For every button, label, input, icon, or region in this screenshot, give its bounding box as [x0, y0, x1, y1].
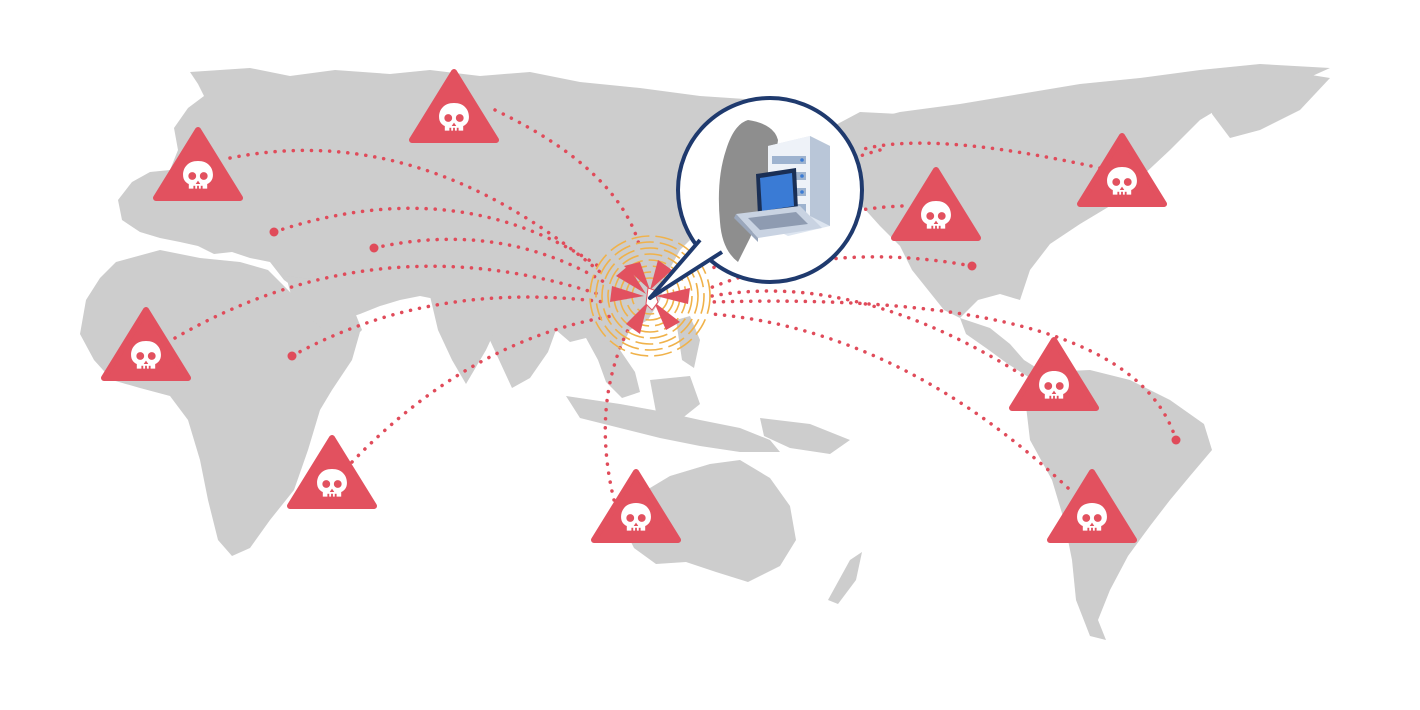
attack-path-westafrica	[173, 264, 606, 340]
attack-path-usa-central	[708, 255, 974, 290]
landmass-new-guinea	[760, 418, 850, 454]
laptop-icon	[734, 168, 822, 242]
target-burst-icon	[589, 235, 711, 357]
attack-path-turkey	[272, 206, 606, 272]
origin-dot-caspian	[369, 243, 379, 253]
attack-path-russia	[493, 108, 642, 250]
origin-dots	[269, 227, 1181, 445]
attack-path-caspian	[372, 237, 606, 284]
origin-dot-usa-central	[967, 261, 977, 271]
landmass-central-america	[960, 318, 1040, 378]
target-callout	[648, 96, 864, 300]
landmass-indonesia	[566, 396, 780, 452]
origin-dot-eastafrica	[287, 351, 297, 361]
landmass-new-zealand	[828, 552, 862, 604]
landmass-north-america	[836, 64, 1330, 318]
attack-path-usa-east	[858, 141, 1102, 170]
attack-path-eastafrica	[290, 295, 606, 358]
taiwan-island-icon	[718, 120, 778, 262]
landmass-borneo	[650, 376, 700, 420]
origin-dot-turkey	[269, 227, 279, 237]
landmass-greenland	[1210, 70, 1330, 138]
attack-path-europe	[228, 148, 602, 274]
origin-dot-brazil	[1171, 435, 1181, 445]
landmass-south-america	[1026, 370, 1212, 640]
landmass-india	[430, 296, 500, 384]
attack-path-australia	[603, 320, 634, 502]
attack-path-northsa	[710, 289, 1032, 382]
landmass-australia	[622, 460, 796, 582]
